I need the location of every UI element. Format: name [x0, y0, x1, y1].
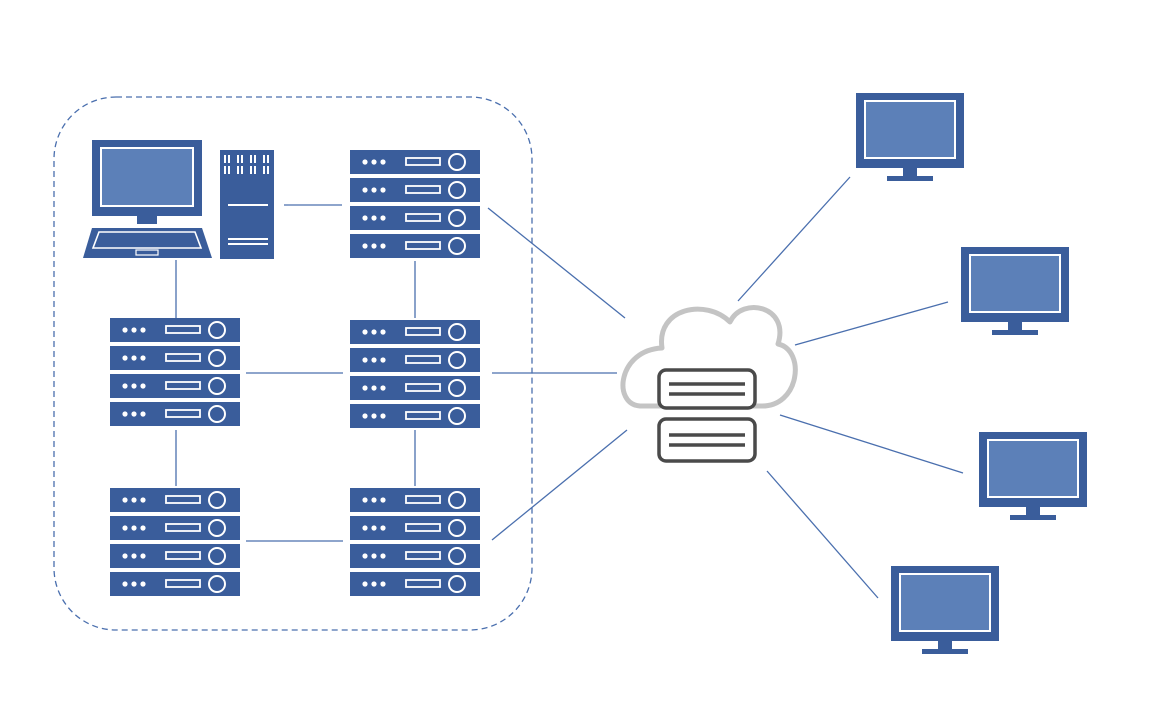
server-rack-icon: [350, 150, 480, 258]
monitor-icon: [890, 565, 1000, 655]
server-rack-icon: [110, 318, 240, 426]
server-rack-icon: [110, 488, 240, 596]
edge-cloud-monitor-4: [766, 470, 879, 599]
monitor-icon: [855, 92, 965, 182]
edge-cloud-monitor-1: [737, 176, 851, 302]
database-icon: [657, 368, 757, 463]
monitor-icon: [978, 431, 1088, 521]
tower-icon: [220, 150, 274, 259]
cloud-database-icon: [620, 305, 798, 463]
edge-cloud-monitor-2: [794, 301, 949, 346]
workstation-icon: [83, 140, 212, 258]
server-rack-icon: [350, 488, 480, 596]
edge-rack-bottom-cloud: [491, 429, 628, 541]
connections: [175, 176, 964, 599]
edge-cloud-monitor-3: [779, 414, 964, 474]
local-network-boundary: [53, 96, 533, 631]
monitor-icon: [960, 246, 1070, 336]
server-rack-icon: [350, 320, 480, 428]
edge-rack-top-cloud: [487, 207, 626, 319]
